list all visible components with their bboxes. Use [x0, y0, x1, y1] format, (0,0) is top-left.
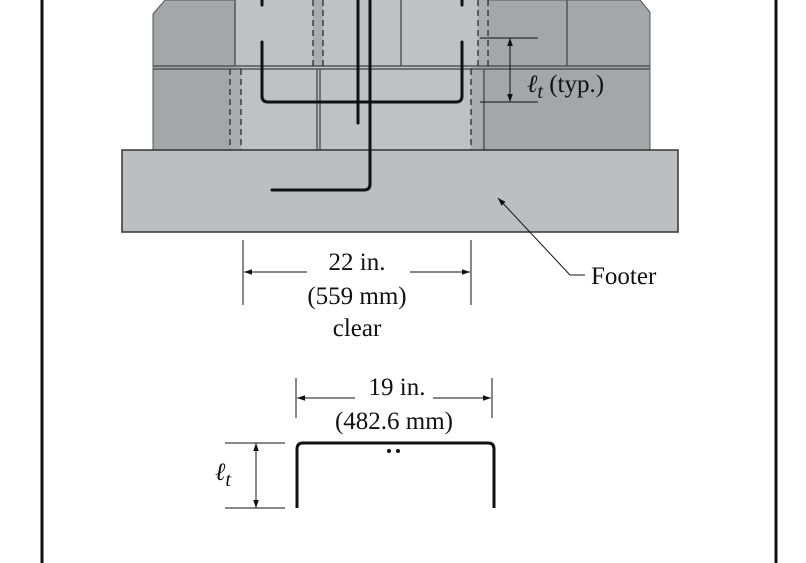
clear-word: clear	[333, 315, 382, 342]
u-bar	[260, 0, 464, 104]
bar-dot	[396, 449, 400, 453]
clear-dimension	[242, 240, 472, 305]
bar-dot	[387, 449, 391, 453]
footer-slab	[121, 149, 679, 233]
lt-label: ℓt	[215, 459, 231, 491]
bar-dim-mm: (482.6 mm)	[335, 408, 453, 435]
u-bar-elevation	[295, 441, 496, 508]
lt-typ-dimension	[480, 37, 538, 103]
rebar	[260, 0, 464, 192]
clear-dim-mm: (559 mm)	[307, 283, 406, 310]
clear-dim-in: 22 in.	[329, 249, 386, 276]
bar-width-dimension	[295, 378, 493, 418]
lt-dimension	[225, 442, 285, 509]
footer-label: Footer	[591, 263, 657, 290]
hooked-dowel	[270, 0, 372, 192]
bar-dim-in: 19 in.	[369, 374, 426, 401]
lt-typ-label: ℓt (typ.)	[527, 71, 604, 103]
footer-leader	[497, 197, 585, 276]
grouted-cell-lower	[230, 67, 480, 150]
